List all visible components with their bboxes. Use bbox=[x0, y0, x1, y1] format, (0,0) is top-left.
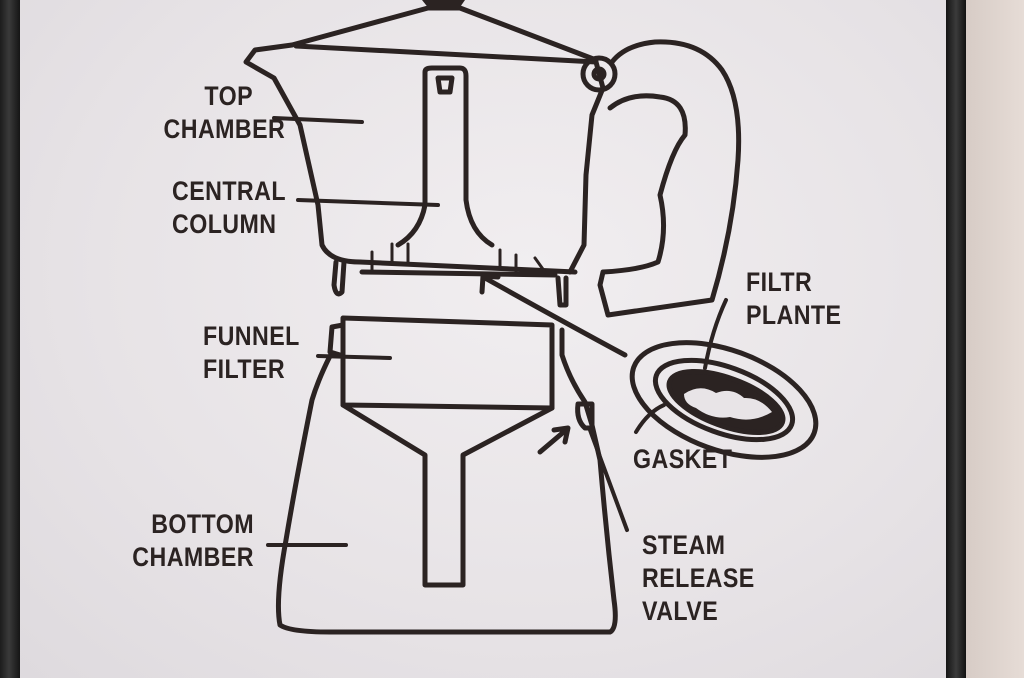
handle-outline bbox=[597, 39, 742, 318]
frame-left-edge bbox=[0, 0, 20, 678]
filter-plate-arrow bbox=[479, 273, 628, 358]
steam-valve-pointer bbox=[537, 425, 571, 455]
drip-right bbox=[555, 275, 569, 308]
leader-top-chamber bbox=[272, 116, 364, 124]
top-chamber-outline bbox=[243, 42, 599, 265]
column-top-hole bbox=[435, 75, 455, 95]
label-line: BOTTOM bbox=[151, 509, 254, 539]
leader-funnel-filter bbox=[316, 354, 392, 360]
steam-valve-body bbox=[575, 401, 595, 431]
filter-plate-highlight bbox=[684, 388, 772, 420]
label-top-chamber: TOP CHAMBER bbox=[163, 80, 286, 146]
leader-filter-plate bbox=[703, 298, 728, 370]
label-line: GASKET bbox=[633, 444, 733, 474]
filter-plate-gasket bbox=[629, 340, 819, 460]
wall-background bbox=[966, 0, 1024, 678]
label-bottom-chamber: BOTTOM CHAMBER bbox=[128, 508, 254, 574]
label-line: VALVE bbox=[642, 596, 719, 626]
base-vents-right bbox=[498, 248, 547, 274]
label-filter-plate: FILTR PLANTE bbox=[746, 266, 841, 332]
label-line: PLANTE bbox=[746, 300, 842, 330]
leader-steam-valve bbox=[588, 428, 629, 532]
label-line: COLUMN bbox=[172, 209, 277, 239]
top-chamber-right bbox=[567, 59, 606, 275]
label-line: FILTER bbox=[203, 354, 286, 384]
funnel-filter-cone bbox=[340, 402, 555, 588]
funnel-filter-rim bbox=[327, 322, 346, 358]
label-steam-release-valve: STEAM RELEASE VALVE bbox=[642, 529, 755, 628]
label-line: CENTRAL bbox=[172, 176, 286, 206]
label-line: RELEASE bbox=[642, 563, 755, 593]
lid-outline bbox=[289, 5, 599, 63]
label-central-column: CENTRAL COLUMN bbox=[172, 175, 286, 241]
funnel-filter-cup bbox=[340, 315, 555, 411]
filter-plate-rim bbox=[652, 357, 796, 443]
drip-left bbox=[331, 259, 347, 297]
leader-central-column bbox=[296, 198, 440, 207]
paper-sheet bbox=[20, 0, 946, 678]
label-line: CHAMBER bbox=[163, 114, 286, 144]
label-line: CHAMBER bbox=[132, 542, 254, 572]
label-line: FUNNEL bbox=[203, 321, 300, 351]
label-line: FILTR bbox=[746, 267, 813, 297]
label-funnel-filter: FUNNEL FILTER bbox=[203, 320, 300, 386]
central-column-outline bbox=[395, 65, 495, 248]
frame-right-edge bbox=[946, 0, 966, 678]
base-vents-left bbox=[370, 242, 410, 272]
lid-hinge-outer bbox=[580, 55, 618, 93]
leader-gasket bbox=[634, 403, 666, 434]
label-gasket: GASKET bbox=[633, 443, 732, 476]
top-chamber-base bbox=[357, 259, 578, 278]
label-line: TOP bbox=[204, 81, 253, 111]
label-line: STEAM bbox=[642, 530, 726, 560]
